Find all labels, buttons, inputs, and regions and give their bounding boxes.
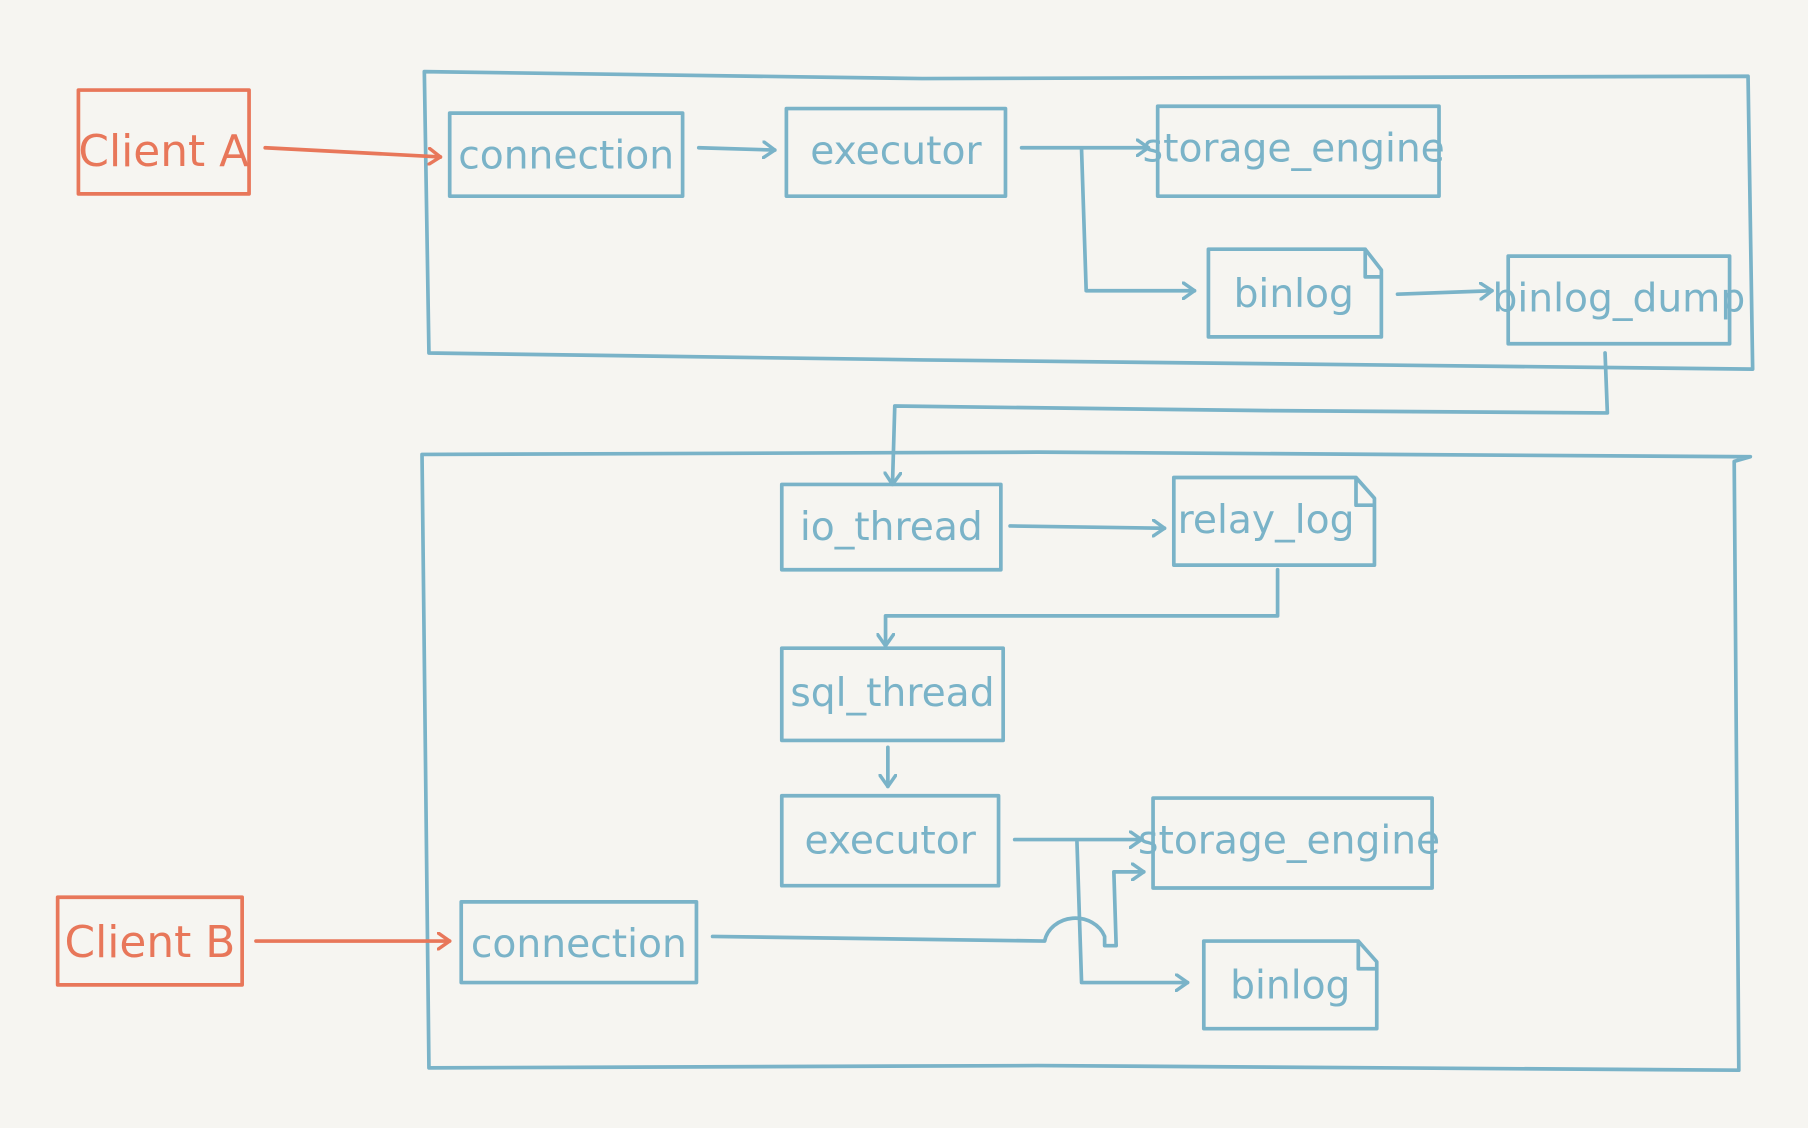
arrow-io-relay — [1008, 526, 1167, 528]
arrow-binlog-dump — [1395, 291, 1494, 294]
arrow-dump-io-thread — [892, 351, 1610, 487]
svg-text:io_thread: io_thread — [800, 505, 983, 550]
master-container — [422, 69, 1755, 371]
master-connection: connection — [447, 111, 685, 199]
svg-text:executor: executor — [810, 129, 982, 174]
slave-binlog: binlog — [1201, 939, 1379, 1031]
client-a: Client A — [76, 88, 251, 196]
slave-io-thread: io_thread — [779, 482, 1003, 572]
slave-relay-log: relay_log — [1171, 475, 1377, 567]
svg-text:relay_log: relay_log — [1178, 498, 1355, 543]
svg-text:connection: connection — [471, 922, 687, 967]
svg-text:sql_thread: sql_thread — [790, 671, 994, 716]
slave-storage-engine: storage_engine — [1138, 796, 1440, 890]
arrow-slave-executor-binlog — [1075, 840, 1190, 983]
svg-text:storage_engine: storage_engine — [1143, 127, 1445, 172]
svg-text:Client B: Client B — [65, 917, 236, 968]
arrow-connection-storage — [710, 872, 1146, 948]
svg-text:storage_engine: storage_engine — [1138, 818, 1440, 863]
svg-text:Client A: Client A — [78, 126, 249, 177]
svg-text:executor: executor — [804, 818, 976, 863]
slave-container — [420, 450, 1753, 1073]
arrow-relay-sql-thread — [886, 567, 1280, 648]
client-b: Client B — [55, 895, 244, 987]
slave-connection: connection — [459, 900, 699, 985]
svg-text:binlog: binlog — [1230, 964, 1350, 1009]
arrow-connection-executor — [696, 148, 777, 150]
arrow-executor-binlog — [1079, 148, 1197, 291]
svg-text:connection: connection — [458, 134, 674, 179]
master-binlog: binlog — [1206, 247, 1384, 339]
slave-executor: executor — [779, 793, 1001, 888]
master-executor: executor — [784, 106, 1008, 199]
master-storage-engine: storage_engine — [1143, 104, 1445, 199]
arrow-clienta-connection — [263, 145, 443, 157]
svg-text:binlog_dump: binlog_dump — [1493, 276, 1746, 321]
slave-sql-thread: sql_thread — [779, 646, 1006, 743]
master-binlog-dump: binlog_dump — [1493, 254, 1746, 346]
svg-text:binlog: binlog — [1234, 272, 1354, 317]
